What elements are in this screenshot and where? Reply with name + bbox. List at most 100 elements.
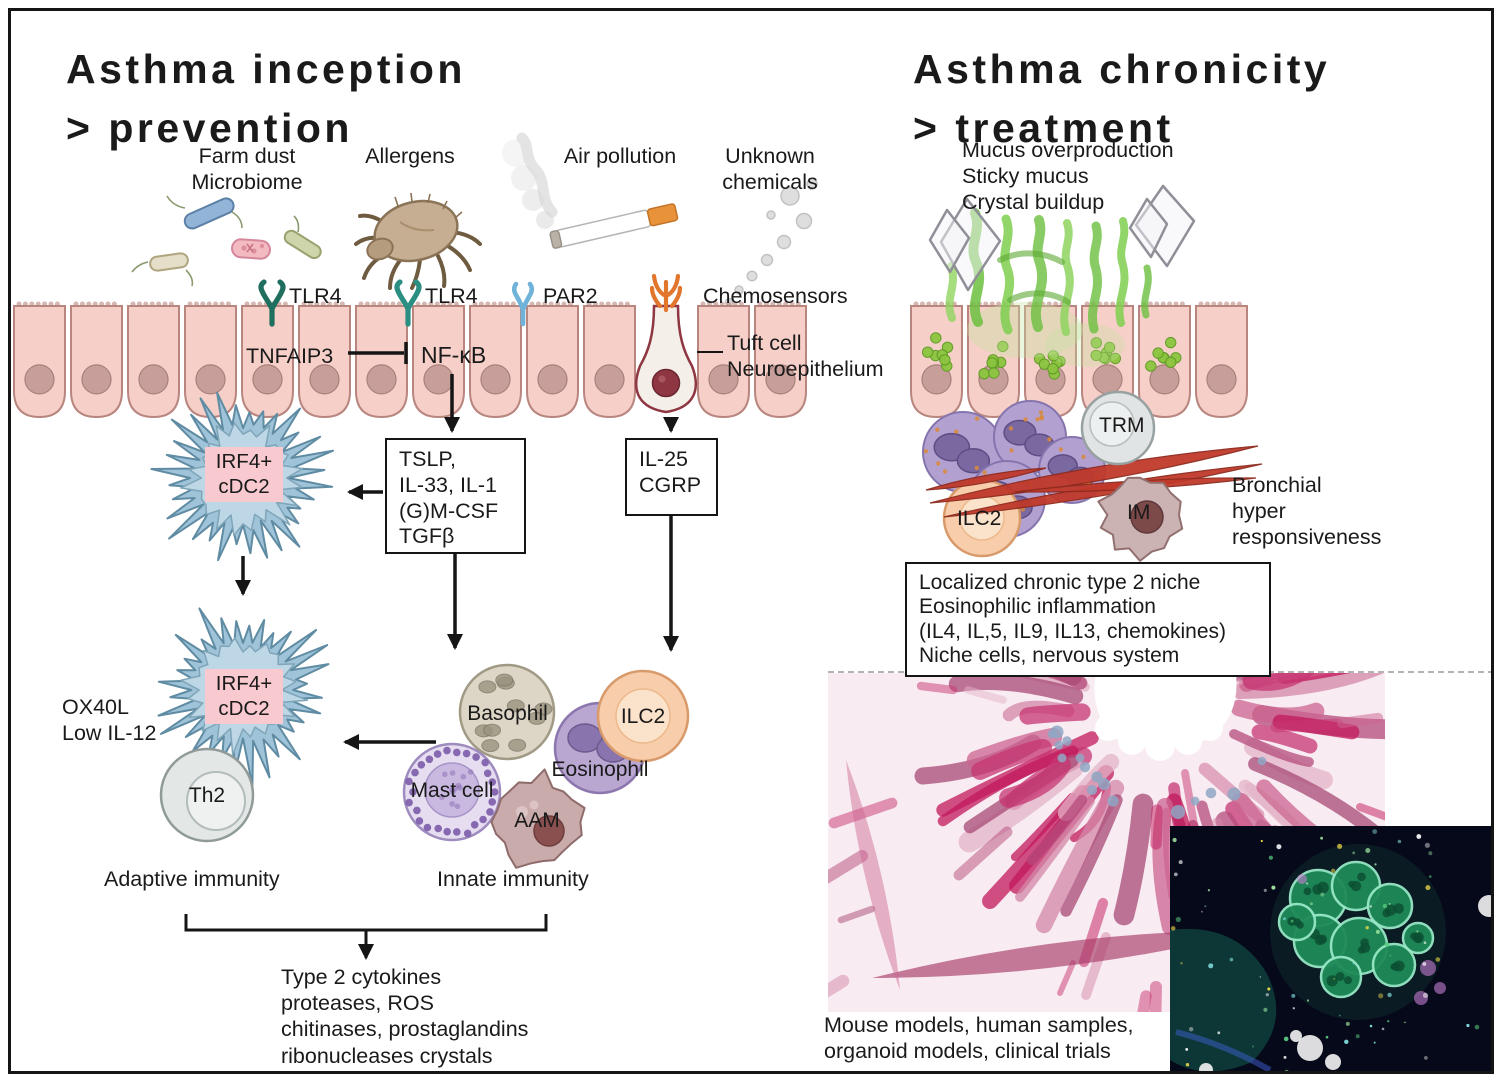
granule [488,798,497,806]
tuft-cell-label: Tuft cell Neuroepithelium [727,331,884,382]
trigger-farm-dust-label: Farm dust Microbiome [191,144,303,195]
epithelial-cell [184,305,237,419]
basophil-granules [474,673,553,753]
bronchial-note: Bronchial hyper responsiveness [1232,473,1382,550]
granule [463,829,472,838]
granule [508,738,527,752]
granule [449,770,456,776]
granule [405,777,413,786]
tlr4-receptor-icon [258,279,286,327]
par2-label: PAR2 [543,284,598,308]
granule [527,711,546,725]
arrows [184,342,679,960]
ilc2-label-right: ILC2 [957,507,1002,530]
mucin-granule [930,332,942,344]
mucin-granule [1109,352,1122,365]
epithelial-cell [13,305,66,419]
type2-outcome-note: Type 2 cytokines proteases, ROS chitinas… [281,965,529,1068]
trigger-allergens-label: Allergens [365,144,455,168]
mucin-granule [1047,350,1059,362]
chemical-dots-icon [724,178,818,307]
niche-cells-front [1080,390,1184,562]
cigarette-icon [502,132,679,249]
adaptive-immunity-label: Adaptive immunity [104,867,280,891]
aam-cell [490,768,586,869]
tlr4-label-a: TLR4 [289,284,342,308]
epithelial-cell [583,305,636,419]
bracket [184,914,548,932]
granule [405,798,413,807]
alarmin-box: TSLP, IL-33, IL-1 (G)M-CSF TGFβ [385,438,526,554]
epithelial-cell [1195,305,1248,419]
epithelial-cell [241,305,294,419]
mucin-granule [922,346,934,358]
mucus-note: Mucus overproduction Sticky mucus Crysta… [962,138,1174,215]
granule [425,755,434,764]
granule [409,788,417,796]
granule [454,803,461,810]
mucin-granule [1165,336,1177,349]
crystal-icons [928,184,1196,292]
granule [479,815,487,824]
chemosensor-receptor-icon [649,273,683,313]
mucin-granule [1145,360,1157,372]
mucin-granule [1047,363,1059,375]
mast-cell-granules [405,746,499,838]
right-panel-title: Asthma chronicity > treatment [913,46,1331,152]
mucin-granule [978,368,990,380]
mast-cell-label: Mast cell [410,779,494,802]
fluorescence-photo [1170,826,1493,1074]
trigger-air-pollution-label: Air pollution [563,144,677,168]
bacteria-icon [131,195,322,287]
granule [483,769,492,778]
granule [462,749,471,758]
niche-box: Localized chronic type 2 niche Eosinophi… [905,562,1271,678]
granule [442,771,448,778]
innate-immunity-label: Innate immunity [437,867,589,891]
granule [478,680,497,694]
trm-label: TRM [1099,414,1145,437]
granule [506,699,525,713]
mucin-granule [1090,337,1103,349]
epithelial-cell [526,305,579,419]
models-note: Mouse models, human samples, organoid mo… [824,1013,1134,1064]
epithelial-cell [469,305,522,419]
granule [470,821,479,829]
granule [433,750,442,758]
airway-epithelium-left [13,301,807,419]
granule [411,768,419,777]
par2-receptor-icon [511,281,535,327]
granule [453,748,461,757]
granule [483,723,501,737]
granule [495,673,514,687]
granule [415,817,424,825]
aam-label: AAM [514,809,560,832]
cdc2-lower-label: IRF4+ cDC2 [205,669,283,725]
granule [423,823,432,832]
granule [455,782,462,789]
mucin-granule [986,357,998,369]
smooth-muscle [925,445,1263,518]
epithelial-cell [70,305,123,419]
trigger-icons [131,132,818,307]
ox40l-note: OX40L Low IL-12 [62,695,157,746]
granule [449,801,456,807]
granule [486,808,494,816]
granule [467,769,474,775]
epithelial-cell [754,305,807,419]
nfkb-label: NF-κB [421,342,487,368]
trigger-unknown-chemicals-label: Unknown chemicals [722,144,818,195]
mucin-granule [1152,347,1164,359]
left-panel-title: Asthma inception > prevention [66,46,466,152]
granule [472,753,480,761]
tlr4-label-b: TLR4 [425,284,478,308]
tlr4-receptor-icon [394,279,422,327]
granule [443,827,452,836]
epithelial-cell [355,305,408,419]
granule [443,746,451,755]
granule [481,758,490,767]
granule [453,828,461,836]
epithelial-cell [910,305,963,419]
